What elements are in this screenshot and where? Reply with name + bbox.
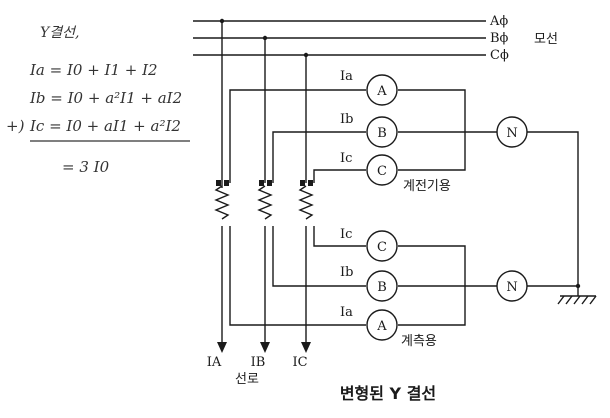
bus-label-a: Aϕ bbox=[489, 14, 508, 29]
handwritten-notes: Y결선, Ia = I0 + I1 + I2 Ib = I0 + a²I1 + … bbox=[6, 25, 190, 176]
arrow-b bbox=[260, 342, 270, 353]
current-upper-b: Ib bbox=[340, 112, 353, 127]
upper-meters: A B C N Ia Ib Ic 계전기용 bbox=[340, 69, 528, 194]
line-terminals: IA IB IC 선로 bbox=[207, 355, 308, 387]
arrow-c bbox=[301, 342, 311, 353]
wire-upper-a bbox=[229, 89, 366, 183]
bus-label: 모선 bbox=[534, 32, 558, 47]
ct-a bbox=[214, 180, 230, 220]
meter-upper-b-label: B bbox=[377, 126, 387, 141]
wire-lower-c bbox=[313, 226, 366, 247]
ammeter-lower-a bbox=[366, 309, 398, 341]
neutral-upper-label: N bbox=[506, 126, 517, 141]
metering-group-label: 계측용 bbox=[401, 334, 437, 349]
note-result: = 3 I0 bbox=[62, 158, 110, 176]
ammeter-lower-c bbox=[366, 230, 398, 262]
terminal-ia: IA bbox=[207, 355, 222, 370]
current-upper-c: Ic bbox=[340, 151, 352, 166]
neutral-lower-label: N bbox=[506, 280, 517, 295]
meter-lower-b-label: B bbox=[377, 280, 387, 295]
ct-c bbox=[298, 180, 314, 220]
ammeter-lower-b bbox=[366, 270, 398, 302]
current-lower-a: Ia bbox=[340, 305, 353, 320]
meter-upper-c-label: C bbox=[377, 164, 387, 179]
ammeter-upper-c bbox=[366, 154, 398, 186]
neutral-meter-lower bbox=[496, 270, 528, 302]
bus-label-b: Bϕ bbox=[490, 31, 509, 46]
note-eq-b: Ib = I0 + a²I1 + aI2 bbox=[29, 89, 182, 107]
wire-upper-return bbox=[398, 89, 466, 171]
arrow-a bbox=[217, 342, 227, 353]
bus-label-c: Cϕ bbox=[490, 48, 509, 63]
wire-upper-b bbox=[272, 131, 366, 183]
current-lower-c: Ic bbox=[340, 227, 352, 242]
ct-b bbox=[257, 180, 273, 220]
terminal-ic: IC bbox=[292, 355, 307, 370]
wire-upper-c bbox=[313, 169, 366, 183]
current-upper-a: Ia bbox=[340, 69, 353, 84]
upper-secondary-wiring bbox=[229, 89, 579, 288]
phase-conductors bbox=[217, 21, 311, 353]
note-eq-c: Ic = I0 + aI1 + a²I2 bbox=[29, 117, 181, 135]
ammeter-upper-b bbox=[366, 116, 398, 148]
current-lower-b: Ib bbox=[340, 265, 353, 280]
meter-lower-c-label: C bbox=[377, 240, 387, 255]
lower-meters: C B A N Ic Ib Ia 계측용 bbox=[340, 227, 528, 349]
terminal-ib: IB bbox=[251, 355, 266, 370]
note-eq-a: Ia = I0 + I1 + I2 bbox=[29, 61, 158, 79]
diagram-title: 변형된 Y 결선 bbox=[340, 384, 436, 403]
line-label: 선로 bbox=[235, 372, 259, 387]
wire-lower-a bbox=[229, 226, 366, 326]
relay-group-label: 계전기용 bbox=[403, 179, 451, 194]
bus-bars: Aϕ Bϕ Cϕ 모선 bbox=[193, 14, 558, 63]
meter-upper-a-label: A bbox=[376, 84, 387, 99]
ammeter-upper-a bbox=[366, 74, 398, 106]
wire-lower-b bbox=[272, 226, 366, 287]
meter-lower-a-label: A bbox=[376, 319, 387, 334]
lower-secondary-wiring bbox=[229, 226, 578, 326]
notes-heading: Y결선, bbox=[40, 25, 79, 41]
note-plus: +) bbox=[6, 117, 25, 135]
ground-icon bbox=[557, 283, 597, 305]
neutral-meter-upper bbox=[496, 116, 528, 148]
wire-upper-n-ground bbox=[527, 131, 579, 288]
current-transformers bbox=[214, 180, 314, 220]
